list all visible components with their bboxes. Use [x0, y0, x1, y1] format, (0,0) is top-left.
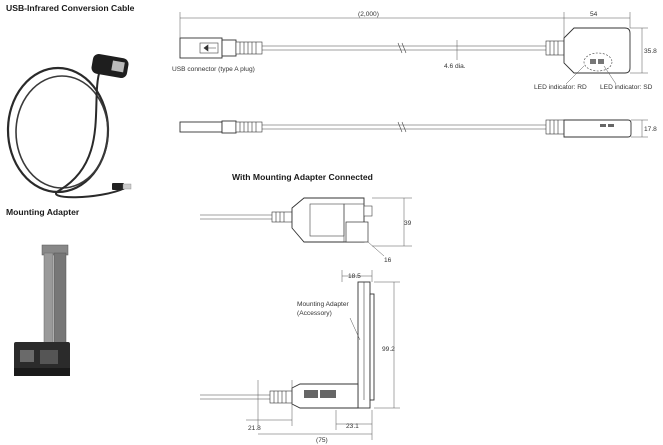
dim-mounted-height: 39	[404, 220, 412, 227]
cable-heading: USB-Infrared Conversion Cable	[6, 3, 135, 13]
dim-length: (2,000)	[358, 11, 379, 18]
side-drawing	[179, 119, 648, 138]
adapter-photo	[14, 244, 70, 376]
adapter-heading: Mounting Adapter	[6, 207, 80, 217]
dim-bottom-total: (75)	[316, 437, 328, 444]
dim-adapter-height: 99.2	[382, 346, 395, 353]
cable-photo-plug	[112, 183, 132, 190]
mounted-side-drawing	[200, 270, 400, 440]
cable-dia-label: 4.6 dia.	[444, 63, 466, 70]
usb-connector-label: USB connector (type A plug)	[172, 66, 255, 73]
cable-photo-coil	[6, 66, 126, 199]
dim-adapter-width: 18.5	[348, 273, 361, 280]
dim-head-thickness: 17.8	[644, 126, 657, 133]
top-drawing	[179, 12, 648, 85]
led-sd-label: LED indicator: SD	[600, 84, 653, 91]
connected-heading: With Mounting Adapter Connected	[232, 172, 373, 182]
mounted-top-drawing	[200, 197, 412, 257]
mounting-adapter-label-1: Mounting Adapter	[297, 301, 349, 308]
led-rd-label: LED indicator: RD	[534, 84, 587, 91]
dim-bottom-left: 21.8	[248, 425, 261, 432]
dim-head-length: 54	[590, 11, 598, 18]
dim-bottom-right: 23.1	[346, 423, 359, 430]
dim-head-height: 35.8	[644, 48, 657, 55]
mounting-adapter-label-2: (Accessory)	[297, 310, 332, 317]
dim-mounted-offset: 16	[384, 257, 392, 264]
cable-photo-head	[91, 53, 129, 79]
